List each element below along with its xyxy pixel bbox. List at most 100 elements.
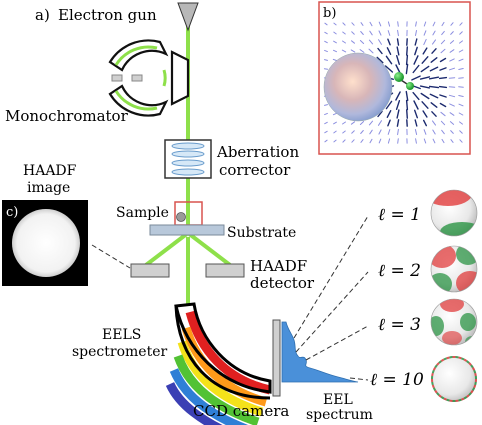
panel-label-c: c) (6, 205, 18, 220)
field-arrow (430, 57, 438, 63)
field-arrow (397, 138, 399, 144)
field-arrow (420, 65, 430, 73)
field-arrow (415, 30, 417, 36)
field-arrow (396, 46, 400, 56)
field-arrow (378, 120, 382, 126)
ccd-camera-label: CCD camera (193, 402, 289, 420)
eels-label-2: spectrometer (72, 344, 167, 360)
field-arrow (333, 22, 337, 26)
field-arrow (324, 49, 328, 53)
field-arrow (378, 138, 382, 144)
field-arrow (397, 128, 399, 136)
field-arrow (378, 129, 382, 135)
molecule-atom-2 (406, 82, 414, 90)
field-arrow (405, 90, 409, 102)
sample-particle-icon (176, 212, 186, 222)
haadf-image-label-1: HAADF (23, 163, 77, 179)
field-arrow (341, 49, 347, 53)
aberration-corrector-icon (164, 139, 212, 179)
field-arrow (423, 138, 427, 144)
field-arrow (405, 99, 409, 111)
mode-connector-lines (293, 215, 369, 381)
field-arrow (458, 112, 464, 116)
field-arrow (333, 40, 337, 44)
field-arrow (450, 130, 454, 134)
field-arrow (342, 121, 346, 125)
field-arrow (387, 30, 391, 36)
field-arrow (414, 119, 418, 127)
field-arrow (369, 21, 373, 27)
field-arrow (430, 102, 438, 108)
field-arrow (423, 119, 427, 127)
field-arrow (351, 31, 355, 35)
field-arrow (397, 29, 399, 37)
mode-sphere-2 (430, 245, 478, 293)
field-arrow (369, 129, 373, 135)
mode-label-2: ℓ = 2 (378, 261, 421, 281)
field-arrow (439, 94, 447, 98)
field-arrow (342, 31, 346, 35)
mode-sphere-3 (430, 298, 478, 346)
field-arrow (432, 30, 436, 36)
field-arrow (369, 138, 373, 144)
field-arrow (441, 129, 445, 135)
field-arrow (428, 76, 440, 80)
field-arrow (324, 121, 328, 125)
panel-b-inset: b) (318, 1, 471, 155)
field-arrow (324, 112, 328, 116)
field-arrow (342, 139, 346, 143)
field-arrow (378, 39, 382, 45)
eels-label-1: EELS (102, 327, 141, 343)
field-arrow (359, 49, 365, 53)
field-arrow (411, 75, 421, 81)
field-arrow (438, 76, 448, 80)
substrate-label: Substrate (227, 225, 296, 241)
monochromator-label: Monochromator (5, 107, 129, 125)
field-arrow (419, 85, 431, 89)
eel-label-1: EEL (323, 392, 353, 408)
haadf-image-label-2: image (27, 180, 70, 196)
field-arrow (333, 31, 337, 35)
field-arrow (414, 38, 418, 46)
sample-label: Sample (116, 205, 169, 221)
field-arrow (378, 21, 382, 27)
haadf-detector-right (205, 263, 245, 278)
field-arrow (405, 63, 409, 75)
field-arrow (359, 40, 365, 44)
field-arrow (440, 39, 446, 45)
field-arrow (428, 85, 440, 89)
field-arrow (377, 47, 383, 55)
field-arrow (324, 22, 328, 26)
field-arrow (449, 67, 455, 71)
field-arrow (405, 54, 409, 66)
field-arrow (342, 22, 346, 26)
field-arrow (351, 22, 355, 26)
field-arrow (438, 85, 448, 89)
field-arrow (324, 31, 328, 35)
field-arrow (324, 40, 328, 44)
field-arrow (378, 30, 382, 36)
field-arrow (376, 56, 384, 64)
panel-label-b: b) (323, 6, 336, 21)
field-arrow (377, 110, 383, 118)
haadf-detector-label-2: detector (250, 274, 315, 292)
field-arrow (369, 30, 373, 36)
haadf-detector-label-1: HAADF (250, 257, 307, 275)
field-arrow (449, 40, 455, 44)
field-arrow (423, 30, 427, 36)
field-arrow (432, 39, 436, 45)
field-arrow (332, 112, 338, 116)
field-arrow (406, 109, 408, 119)
field-arrow (396, 119, 400, 127)
mode-sphere-10 (431, 356, 477, 402)
ccd-camera-icon (272, 319, 281, 397)
field-arrow (421, 56, 429, 64)
field-arrow (422, 110, 428, 118)
field-arrow (323, 68, 329, 70)
field-arrow (387, 21, 391, 27)
field-arrow (441, 138, 445, 144)
field-arrow (414, 46, 418, 56)
field-arrow (413, 100, 419, 110)
field-arrow (441, 21, 445, 27)
